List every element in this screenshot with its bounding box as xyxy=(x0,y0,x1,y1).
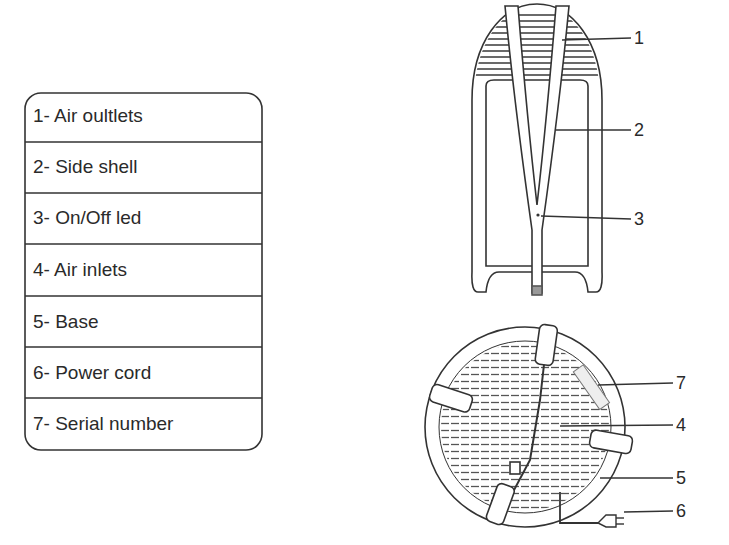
callout-number: 3 xyxy=(634,208,644,230)
table-cell: 6- Power cord xyxy=(33,362,151,384)
table-cell: 7- Serial number xyxy=(33,413,173,435)
table-cell: 4- Air inlets xyxy=(33,259,127,281)
callout-number: 1 xyxy=(634,27,644,49)
callout-number: 6 xyxy=(676,500,686,522)
callout-number: 5 xyxy=(676,467,686,489)
callout-number: 4 xyxy=(676,414,686,436)
table-cell: 2- Side shell xyxy=(33,156,138,178)
table-cell: 3- On/Off led xyxy=(33,207,141,229)
table-cell: 5- Base xyxy=(33,311,98,333)
callout-number: 7 xyxy=(676,372,686,394)
purifier-front-view xyxy=(472,4,602,295)
callout-number: 2 xyxy=(634,119,644,141)
parts-table xyxy=(25,93,262,450)
table-cell: 1- Air oultlets xyxy=(33,105,143,127)
leader-lines xyxy=(541,38,673,512)
